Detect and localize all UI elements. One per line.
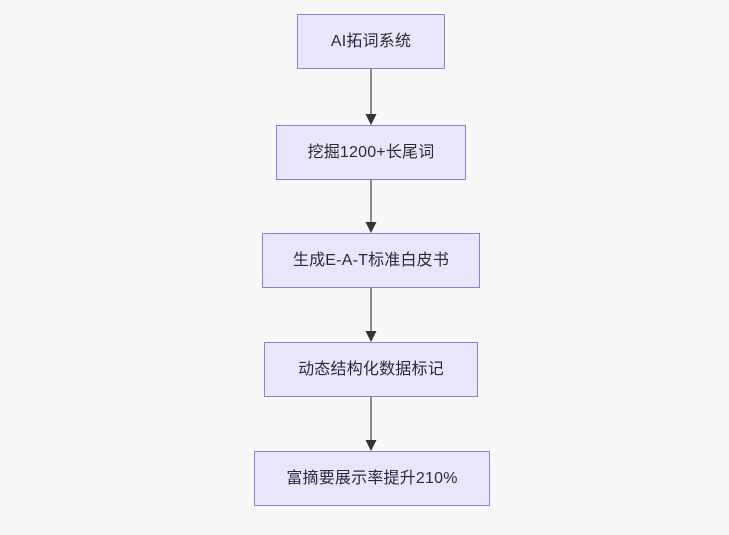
flowchart-node-3-label: 生成E-A-T标准白皮书 bbox=[292, 251, 450, 269]
connector-node1-node2 bbox=[360, 69, 382, 125]
connector-node3-node4 bbox=[360, 288, 382, 342]
flowchart-node-3[interactable]: 生成E-A-T标准白皮书 bbox=[262, 233, 480, 288]
arrow-icon bbox=[365, 288, 377, 342]
flowchart-node-4[interactable]: 动态结构化数据标记 bbox=[264, 342, 478, 397]
connector-node4-node5 bbox=[360, 397, 382, 451]
arrow-icon bbox=[365, 397, 377, 451]
flowchart-node-2-label: 挖掘1200+长尾词 bbox=[307, 143, 435, 161]
flowchart-node-4-label: 动态结构化数据标记 bbox=[298, 360, 444, 378]
flowchart-node-5-label: 富摘要展示率提升210% bbox=[286, 469, 458, 487]
flowchart-node-1[interactable]: AI拓词系统 bbox=[297, 14, 445, 69]
arrow-icon bbox=[365, 180, 377, 233]
connector-node2-node3 bbox=[360, 180, 382, 233]
flowchart-node-2[interactable]: 挖掘1200+长尾词 bbox=[276, 125, 466, 180]
flowchart-node-1-label: AI拓词系统 bbox=[330, 32, 412, 50]
arrow-icon bbox=[365, 69, 377, 125]
flowchart-node-5[interactable]: 富摘要展示率提升210% bbox=[254, 451, 490, 506]
